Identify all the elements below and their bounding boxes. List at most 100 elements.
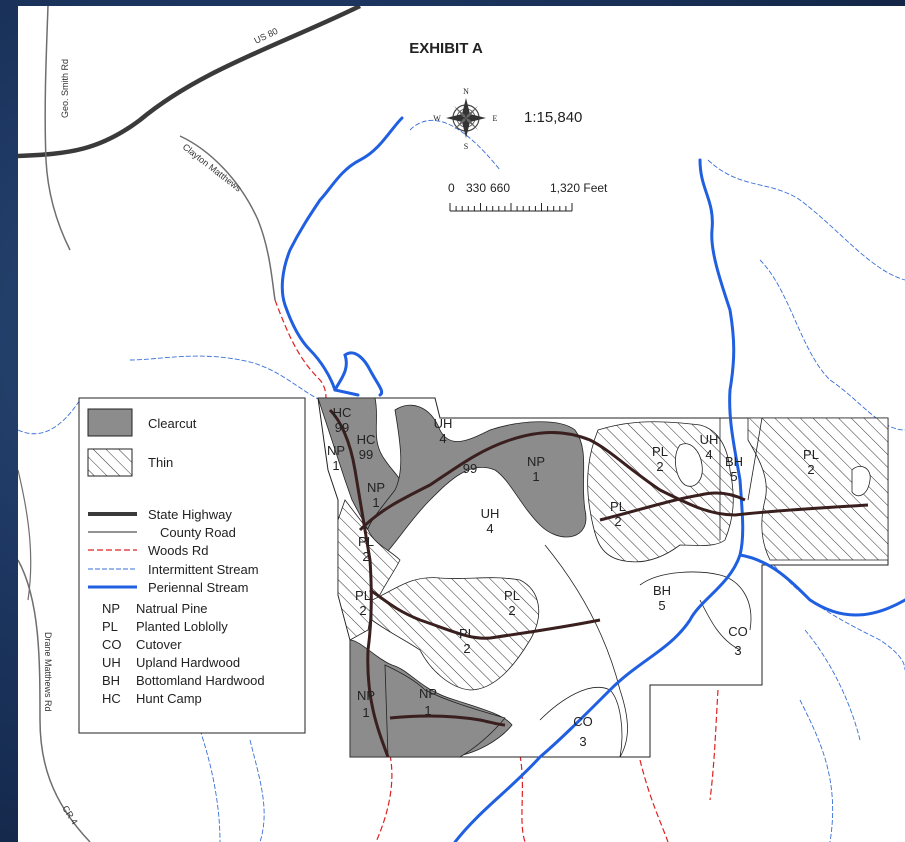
- stand-uh4-b-num: 4: [486, 521, 493, 536]
- svg-text:5: 5: [658, 598, 665, 613]
- svg-text:2: 2: [359, 603, 366, 618]
- stand-pl2-g-num: 2: [807, 462, 814, 477]
- svg-text:PL: PL: [504, 588, 520, 603]
- legend-thin-label: Thin: [148, 455, 173, 470]
- stand-np1-a-type: NP: [327, 443, 345, 458]
- legend-county-label: County Road: [160, 525, 236, 540]
- svg-text:99: 99: [335, 420, 349, 435]
- stand-bh5-b-num: 5: [658, 598, 665, 613]
- legend-highway-label: State Highway: [148, 507, 232, 522]
- compass-s: S: [464, 142, 468, 151]
- svg-text:PL: PL: [652, 444, 668, 459]
- compass-e: E: [493, 114, 498, 123]
- stand-np1-b-type: NP: [367, 480, 385, 495]
- svg-text:1: 1: [424, 703, 431, 718]
- compass-rose-icon: N S E W: [433, 87, 497, 151]
- legend-code-pl-name: Planted Loblolly: [136, 619, 228, 634]
- stand-pl2-b-type: PL: [355, 588, 371, 603]
- svg-text:UH: UH: [700, 432, 719, 447]
- svg-text:2: 2: [463, 641, 470, 656]
- svg-text:PL: PL: [459, 626, 475, 641]
- stand-pl2-d-type: PL: [459, 626, 475, 641]
- clayton-matthews-road: [179, 135, 276, 301]
- legend-perennial-label: Periennal Stream: [148, 580, 248, 595]
- legend-code-hc-name: Hunt Camp: [136, 691, 202, 706]
- scale-tick-330: 330: [466, 181, 486, 195]
- stand-uh4-b-type: UH: [481, 506, 500, 521]
- geo-smith-road: [44, 6, 71, 251]
- compass-w: W: [433, 114, 441, 123]
- legend-clearcut-swatch: [87, 408, 133, 437]
- stand-uh4-c-num: 4: [705, 447, 712, 462]
- stand-np1-c-type: NP: [527, 454, 545, 469]
- legend-woods-label: Woods Rd: [148, 543, 208, 558]
- stand-co3-a-num: 3: [734, 643, 741, 658]
- stand-pl2-a-num: 2: [362, 549, 369, 564]
- stand-pl2-e-num: 2: [656, 459, 663, 474]
- svg-text:CO: CO: [728, 624, 748, 639]
- stand-bh5-a-num: 5: [730, 469, 737, 484]
- svg-text:2: 2: [508, 603, 515, 618]
- svg-text:99: 99: [359, 447, 373, 462]
- svg-text:NP: NP: [357, 688, 375, 703]
- legend-thin-swatch: [87, 448, 133, 477]
- stand-pl2-e-type: PL: [652, 444, 668, 459]
- svg-text:HC: HC: [333, 405, 352, 420]
- svg-text:CO: CO: [573, 714, 593, 729]
- scale-ratio: 1:15,840: [524, 109, 582, 126]
- svg-text:BH: BH: [725, 454, 743, 469]
- road-label-drane: Drane Matthews Rd: [43, 632, 53, 712]
- map-title: EXHIBIT A: [409, 40, 483, 57]
- svg-text:2: 2: [362, 549, 369, 564]
- svg-text:UH: UH: [434, 416, 453, 431]
- road-label-geo-smith: Geo. Smith Rd: [60, 59, 70, 118]
- thin-inclusions: [675, 443, 871, 497]
- legend-codes: NP Natrual Pine PL Planted Loblolly CO C…: [102, 601, 265, 706]
- stand-uh4-a-type: UH: [434, 416, 453, 431]
- svg-text:HC: HC: [357, 432, 376, 447]
- stand-np1-b-num: 1: [372, 495, 379, 510]
- svg-text:NP: NP: [327, 443, 345, 458]
- svg-text:BH: BH: [653, 583, 671, 598]
- svg-text:PL: PL: [803, 447, 819, 462]
- svg-text:UH: UH: [481, 506, 500, 521]
- stand-99-label: 99: [463, 461, 477, 476]
- svg-text:2: 2: [807, 462, 814, 477]
- stand-bh5-a-type: BH: [725, 454, 743, 469]
- stand-uh4-a-num: 4: [439, 431, 446, 446]
- svg-text:NP: NP: [527, 454, 545, 469]
- legend-code-hc: HC: [102, 691, 121, 706]
- stand-pl2-c-num: 2: [508, 603, 515, 618]
- perennial-streams: [280, 116, 905, 842]
- stand-np1-d-num: 1: [362, 705, 369, 720]
- svg-text:2: 2: [656, 459, 663, 474]
- svg-text:3: 3: [734, 643, 741, 658]
- stand-np1-a-num: 1: [332, 458, 339, 473]
- svg-text:NP: NP: [419, 686, 437, 701]
- stand-pl2-b-num: 2: [359, 603, 366, 618]
- legend-code-uh-name: Upland Hardwood: [136, 655, 240, 670]
- stand-labels: HC 99 HC 99 NP 1 NP 1 UH 4 99 NP 1 UH 4 …: [327, 405, 819, 749]
- us-80-highway: [18, 6, 361, 159]
- svg-text:NP: NP: [367, 480, 385, 495]
- stand-np1-e-num: 1: [424, 703, 431, 718]
- scale-tick-660: 660: [490, 181, 510, 195]
- scale-bar: 0 330 660 1,320 Feet: [448, 181, 608, 212]
- svg-text:1: 1: [372, 495, 379, 510]
- svg-text:2: 2: [614, 514, 621, 529]
- stand-pl2-g-type: PL: [803, 447, 819, 462]
- legend-code-bh: BH: [102, 673, 120, 688]
- stand-hc99-b-type: HC: [357, 432, 376, 447]
- stand-hc99-b-num: 99: [359, 447, 373, 462]
- svg-text:4: 4: [486, 521, 493, 536]
- legend-code-uh: UH: [102, 655, 121, 670]
- stand-pl2-a-type: PL: [358, 534, 374, 549]
- stand-pl2-c-type: PL: [504, 588, 520, 603]
- svg-text:PL: PL: [355, 588, 371, 603]
- interior-roads: [328, 408, 869, 758]
- legend-intermittent-label: Intermittent Stream: [148, 562, 259, 577]
- svg-text:99: 99: [463, 461, 477, 476]
- stand-np1-e-type: NP: [419, 686, 437, 701]
- svg-text:3: 3: [579, 734, 586, 749]
